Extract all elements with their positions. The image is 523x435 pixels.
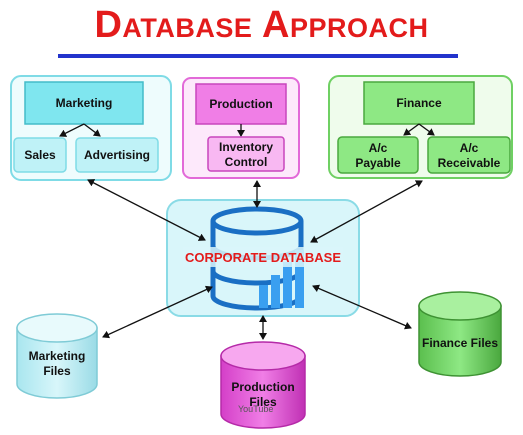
corporate-database: CORPORATE DATABASE <box>166 199 360 317</box>
advertising-box <box>75 137 159 173</box>
marketing-department: Marketing Sales Advertising <box>10 75 172 181</box>
marketing-files-line1: Marketing <box>29 349 86 363</box>
finance-to-payable-arrow <box>403 123 420 136</box>
production-department: Production Inventory Control <box>182 77 300 179</box>
finance-box <box>363 81 475 125</box>
finance-files-label: Finance Files <box>422 336 498 350</box>
production-label: Production <box>209 97 272 111</box>
production-files-line1: Production <box>231 380 294 394</box>
marketing-files-line2: Files <box>43 364 71 378</box>
ac-payable-line1: A/c <box>369 141 388 155</box>
advertising-label: Advertising <box>84 148 150 162</box>
youtube-watermark: YouTube <box>238 404 273 414</box>
ac-payable-box <box>337 136 419 174</box>
marketing-box <box>24 81 144 125</box>
inventory-label: Inventory <box>219 140 273 154</box>
marketing-db-arrow <box>87 179 206 241</box>
db-finance-files-arrow <box>312 284 412 330</box>
finance-files-cylinder: Finance Files <box>418 291 502 377</box>
db-marketing-files-arrow <box>102 285 213 339</box>
marketing-to-advertising-arrow <box>83 123 101 137</box>
ac-receivable-line2: Receivable <box>438 156 501 170</box>
finance-db-arrow <box>310 180 423 243</box>
production-files-cylinder: Production Files YouTube <box>220 341 306 429</box>
marketing-to-sales-arrow <box>59 123 85 137</box>
title-underline <box>58 54 458 58</box>
production-box <box>195 83 287 125</box>
marketing-files-cylinder: Marketing Files <box>16 313 98 399</box>
corporate-db-label: CORPORATE DATABASE <box>185 250 341 265</box>
page-title: Database Approach <box>94 4 429 46</box>
sales-box <box>13 137 67 173</box>
control-label: Control <box>225 155 268 169</box>
marketing-label: Marketing <box>56 96 113 110</box>
connection-arrows <box>87 179 423 340</box>
sales-label: Sales <box>24 148 56 162</box>
db-label-backdrop <box>183 247 343 267</box>
bar-chart-icon <box>259 250 304 308</box>
ac-payable-line2: Payable <box>355 156 401 170</box>
ac-receivable-line1: A/c <box>460 141 479 155</box>
inventory-control-box <box>207 136 285 172</box>
production-files-line2: Files <box>249 395 277 409</box>
finance-label: Finance <box>396 96 442 110</box>
finance-to-receivable-arrow <box>418 123 435 136</box>
finance-department: Finance A/c Payable A/c Receivable <box>328 75 513 179</box>
ac-receivable-box <box>427 136 511 174</box>
